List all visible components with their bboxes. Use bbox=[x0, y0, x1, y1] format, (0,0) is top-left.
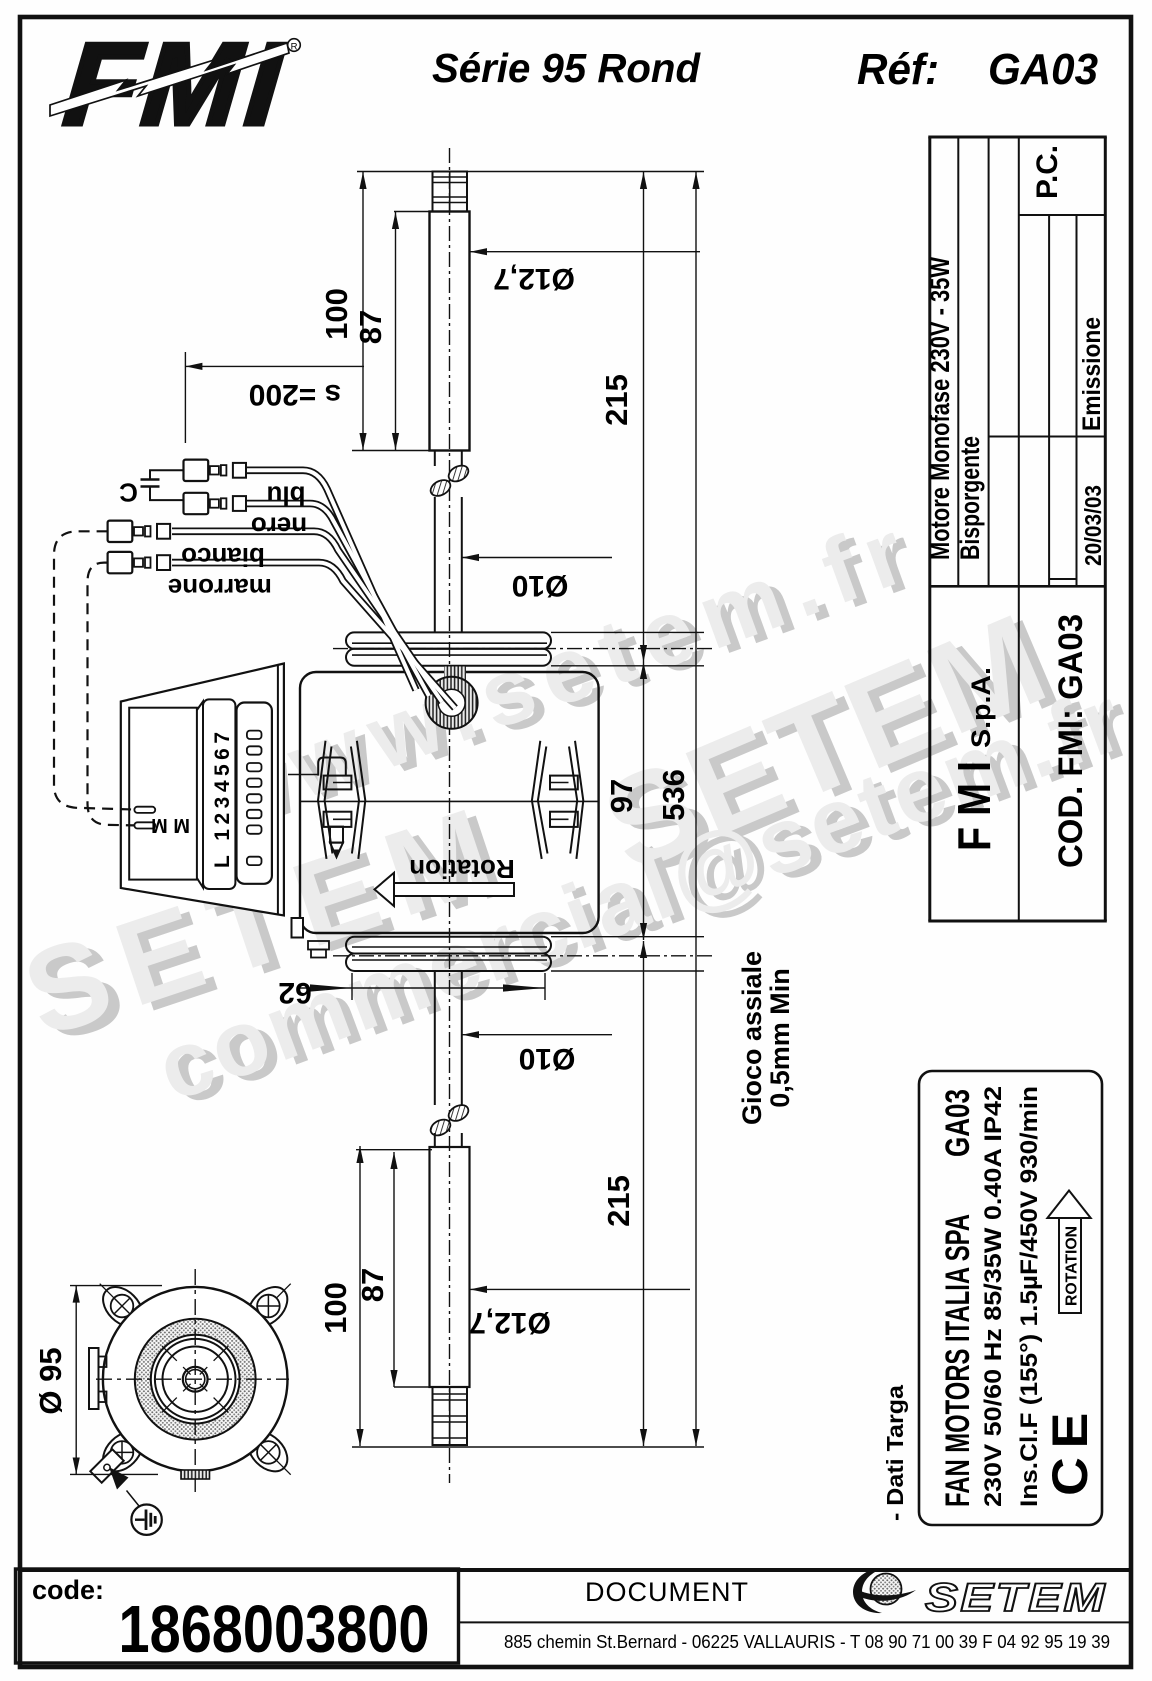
svg-text:CE: CE bbox=[1042, 1404, 1098, 1496]
svg-text:536: 536 bbox=[656, 769, 691, 821]
svg-text:COD. FMI: GA03: COD. FMI: GA03 bbox=[1052, 614, 1090, 868]
svg-text:215: 215 bbox=[601, 1175, 636, 1227]
svg-text:DOCUMENT: DOCUMENT bbox=[585, 1577, 749, 1607]
svg-text:Ø12,7: Ø12,7 bbox=[493, 262, 575, 295]
svg-text:Ins.Cl.F (155°) 1.5µF/450V 9: Ins.Cl.F (155°) 1.5µF/450V 930/min bbox=[1016, 1086, 1043, 1507]
svg-text:R: R bbox=[291, 42, 298, 53]
svg-text:Emissione: Emissione bbox=[1078, 317, 1106, 431]
svg-text:L 1234567: L 1234567 bbox=[211, 727, 234, 868]
svg-text:97: 97 bbox=[604, 779, 639, 813]
svg-text:87: 87 bbox=[355, 1268, 390, 1302]
svg-text:marrone: marrone bbox=[168, 573, 272, 603]
svg-text:100: 100 bbox=[318, 1282, 353, 1334]
svg-text:ROTATION: ROTATION bbox=[1064, 1226, 1081, 1306]
svg-text:230V 50/60 Hz 85/35W 0.40A: 230V 50/60 Hz 85/35W 0.40A IP42 bbox=[980, 1086, 1007, 1507]
svg-text:FAN MOTORS ITALIA SPA: FAN MOTORS ITALIA SPA bbox=[939, 1214, 977, 1507]
svg-text:- Dati Targa: - Dati Targa bbox=[882, 1385, 908, 1521]
svg-text:code:: code: bbox=[32, 1575, 104, 1605]
svg-text:GA03: GA03 bbox=[988, 45, 1098, 94]
svg-text:M M: M M bbox=[151, 814, 190, 836]
svg-text:0,5mm Min: 0,5mm Min bbox=[765, 968, 795, 1108]
svg-text:Motore Monofase 230V - 35W: Motore Monofase 230V - 35W bbox=[925, 257, 955, 560]
svg-text:Gioco assiale: Gioco assiale bbox=[737, 951, 767, 1125]
svg-text:Ø12,7: Ø12,7 bbox=[469, 1306, 551, 1339]
svg-text:62: 62 bbox=[278, 976, 311, 1009]
svg-text:FMI: FMI bbox=[49, 20, 307, 149]
svg-text:GA03: GA03 bbox=[939, 1089, 977, 1157]
svg-text:87: 87 bbox=[353, 310, 388, 344]
svg-text:P.C.: P.C. bbox=[1031, 145, 1064, 199]
svg-text:Ø10: Ø10 bbox=[519, 1042, 576, 1075]
svg-text:1868003800: 1868003800 bbox=[119, 1592, 430, 1667]
svg-text:215: 215 bbox=[599, 374, 634, 426]
svg-text:885 chemin St.Bernard - 0622: 885 chemin St.Bernard - 06225 VALLAURIS … bbox=[504, 1632, 1110, 1652]
svg-text:Rotation: Rotation bbox=[409, 854, 514, 884]
svg-text:Bisporgente: Bisporgente bbox=[955, 436, 985, 560]
svg-text:S.p.A.: S.p.A. bbox=[966, 667, 996, 748]
svg-text:s =200: s =200 bbox=[249, 378, 342, 411]
svg-text:nero: nero bbox=[251, 511, 307, 541]
svg-text:bianco: bianco bbox=[181, 542, 265, 572]
svg-text:Ø 95: Ø 95 bbox=[33, 1347, 68, 1414]
svg-text:SETEM: SETEM bbox=[925, 1576, 1107, 1620]
svg-text:20/03/03: 20/03/03 bbox=[1080, 485, 1106, 566]
svg-text:100: 100 bbox=[319, 288, 354, 340]
svg-text:Série 95 Rond: Série 95 Rond bbox=[432, 45, 701, 91]
svg-text:C: C bbox=[119, 478, 138, 508]
svg-text:F M I: F M I bbox=[948, 761, 1000, 851]
svg-text:blu: blu bbox=[267, 481, 306, 511]
svg-text:Réf:: Réf: bbox=[857, 45, 939, 94]
svg-text:Ø10: Ø10 bbox=[512, 569, 569, 602]
